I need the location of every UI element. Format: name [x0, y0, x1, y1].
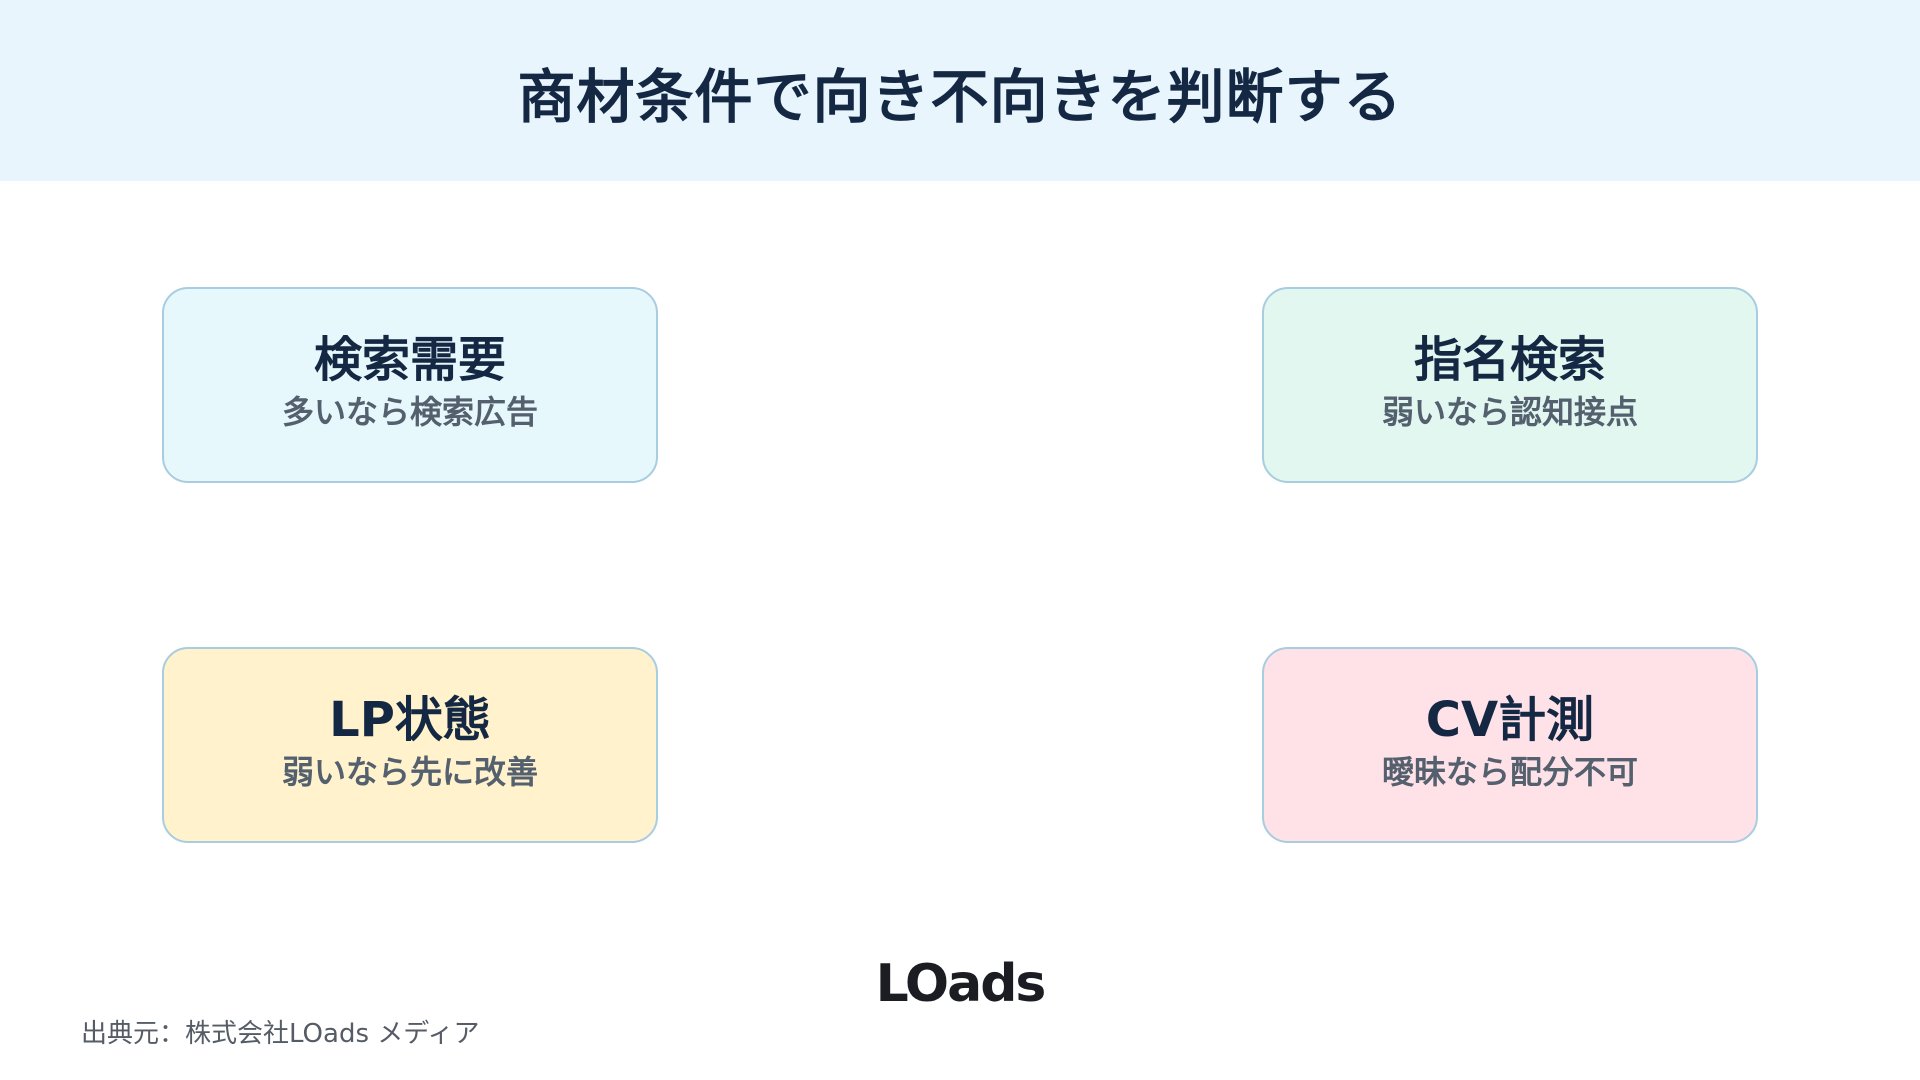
card-title: CV計測: [1425, 692, 1595, 749]
card-lp-status: LP状態 弱いなら先に改善: [162, 647, 658, 843]
loads-logo: LOads: [875, 954, 1047, 1014]
card-title: 検索需要: [313, 332, 506, 389]
source-citation: 出典元：株式会社LOads メディア: [81, 1019, 480, 1049]
card-subtitle: 弱いなら認知接点: [1381, 393, 1638, 432]
card-search-demand: 検索需要 多いなら検索広告: [162, 287, 658, 483]
card-subtitle: 多いなら検索広告: [281, 393, 538, 432]
card-subtitle: 弱いなら先に改善: [281, 753, 538, 792]
card-subtitle: 曖昧なら配分不可: [1381, 753, 1638, 792]
card-branded-search: 指名検索 弱いなら認知接点: [1262, 287, 1758, 483]
header-banner: 商材条件で向き不向きを判断する: [0, 0, 1920, 181]
card-cv-measurement: CV計測 曖昧なら配分不可: [1262, 647, 1758, 843]
card-title: LP状態: [329, 692, 491, 749]
card-title: 指名検索: [1413, 332, 1606, 389]
page-title: 商材条件で向き不向きを判断する: [517, 62, 1403, 131]
